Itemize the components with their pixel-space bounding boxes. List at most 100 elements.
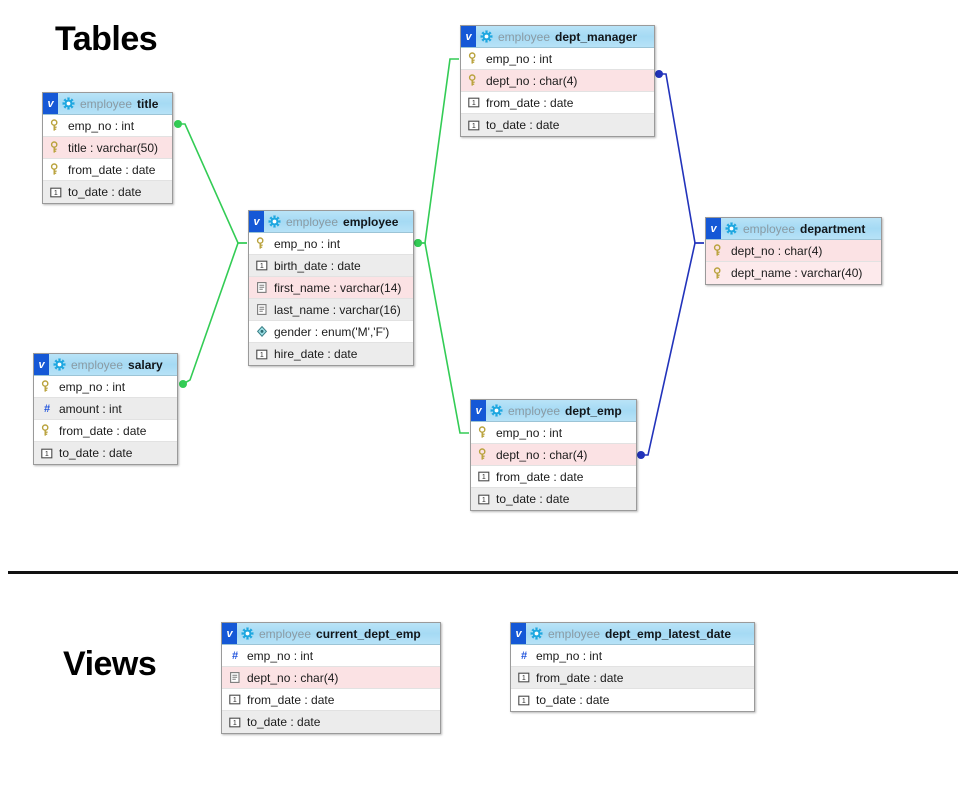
number-icon: # bbox=[517, 649, 531, 662]
enum-icon bbox=[255, 325, 269, 338]
svg-text:1: 1 bbox=[260, 351, 264, 358]
date-icon: 1 bbox=[467, 119, 481, 132]
date-icon: 1 bbox=[228, 716, 242, 729]
svg-text:1: 1 bbox=[482, 474, 486, 481]
column-row[interactable]: gender : enum('M','F') bbox=[249, 321, 413, 343]
relation-endpoint-salary-employee bbox=[179, 380, 187, 388]
section-divider bbox=[8, 571, 958, 574]
column-label: from_date : date bbox=[68, 162, 156, 177]
column-row[interactable]: dept_no : char(4) bbox=[471, 444, 636, 466]
entity-schema-label: employee bbox=[548, 626, 601, 641]
column-row[interactable]: first_name : varchar(14) bbox=[249, 277, 413, 299]
column-row[interactable]: from_date : date bbox=[43, 159, 172, 181]
key-icon bbox=[49, 119, 63, 132]
column-label: dept_no : char(4) bbox=[496, 447, 588, 462]
column-row[interactable]: emp_no : int bbox=[471, 422, 636, 444]
svg-text:1: 1 bbox=[472, 100, 476, 107]
column-row[interactable]: dept_no : char(4) bbox=[461, 70, 654, 92]
gear-icon bbox=[241, 627, 254, 640]
date-icon: 1 bbox=[477, 493, 491, 506]
gear-icon bbox=[53, 358, 66, 371]
svg-text:1: 1 bbox=[522, 697, 526, 704]
section-title-views: Views bbox=[63, 645, 157, 683]
view-badge-icon: v bbox=[34, 354, 49, 375]
column-row[interactable]: emp_no : int bbox=[461, 48, 654, 70]
column-label: emp_no : int bbox=[496, 425, 563, 440]
date-icon: 1 bbox=[255, 259, 269, 272]
view-badge-icon: v bbox=[222, 623, 237, 644]
column-row[interactable]: title : varchar(50) bbox=[43, 137, 172, 159]
column-label: emp_no : int bbox=[536, 648, 603, 663]
entity-schema-label: employee bbox=[498, 29, 551, 44]
column-row[interactable]: # emp_no : int bbox=[511, 645, 754, 667]
relation-line-dept_manager-department bbox=[656, 73, 704, 244]
column-row[interactable]: from_date : date bbox=[34, 420, 177, 442]
column-label: dept_name : varchar(40) bbox=[731, 266, 863, 280]
column-row[interactable]: dept_no : char(4) bbox=[706, 240, 881, 262]
column-row[interactable]: emp_no : int bbox=[34, 376, 177, 398]
entity-name-label: current_dept_emp bbox=[316, 626, 421, 641]
relation-line-employee-dept_manager bbox=[416, 58, 459, 244]
svg-text:1: 1 bbox=[260, 263, 264, 270]
column-label: first_name : varchar(14) bbox=[274, 280, 402, 295]
column-row[interactable]: #emp_no : int bbox=[222, 645, 440, 667]
svg-text:1: 1 bbox=[233, 719, 237, 726]
column-row[interactable]: 1 to_date : date bbox=[461, 114, 654, 136]
key-icon bbox=[467, 74, 481, 87]
view-badge-icon: v bbox=[461, 26, 476, 47]
column-row[interactable]: last_name : varchar(16) bbox=[249, 299, 413, 321]
key-icon bbox=[712, 266, 726, 280]
relation-line-title-employee bbox=[176, 123, 247, 244]
column-row[interactable]: emp_no : int bbox=[249, 233, 413, 255]
svg-text:1: 1 bbox=[522, 675, 526, 682]
column-label: emp_no : int bbox=[274, 236, 341, 251]
gear-icon bbox=[480, 30, 493, 43]
column-label: to_date : date bbox=[536, 693, 610, 707]
svg-text:1: 1 bbox=[45, 450, 49, 457]
column-label: emp_no : int bbox=[59, 379, 126, 394]
gear-icon bbox=[725, 222, 738, 235]
column-row[interactable]: emp_no : int bbox=[43, 115, 172, 137]
svg-text:1: 1 bbox=[233, 697, 237, 704]
column-row[interactable]: dept_no : char(4) bbox=[222, 667, 440, 689]
svg-text:1: 1 bbox=[54, 189, 58, 196]
column-row[interactable]: #amount : int bbox=[34, 398, 177, 420]
view-badge-icon: v bbox=[249, 211, 264, 232]
svg-text:#: # bbox=[521, 650, 527, 662]
column-row[interactable]: dept_name : varchar(40) bbox=[706, 262, 881, 284]
svg-text:1: 1 bbox=[472, 122, 476, 129]
entity-schema-label: employee bbox=[286, 214, 339, 229]
column-label: to_date : date bbox=[486, 118, 560, 132]
view-badge-icon: v bbox=[511, 623, 526, 644]
column-label: dept_no : char(4) bbox=[486, 73, 578, 88]
entity-name-label: salary bbox=[128, 357, 163, 372]
relation-line-employee-dept_emp bbox=[416, 242, 469, 434]
column-row[interactable]: 1 to_date : date bbox=[511, 689, 754, 711]
